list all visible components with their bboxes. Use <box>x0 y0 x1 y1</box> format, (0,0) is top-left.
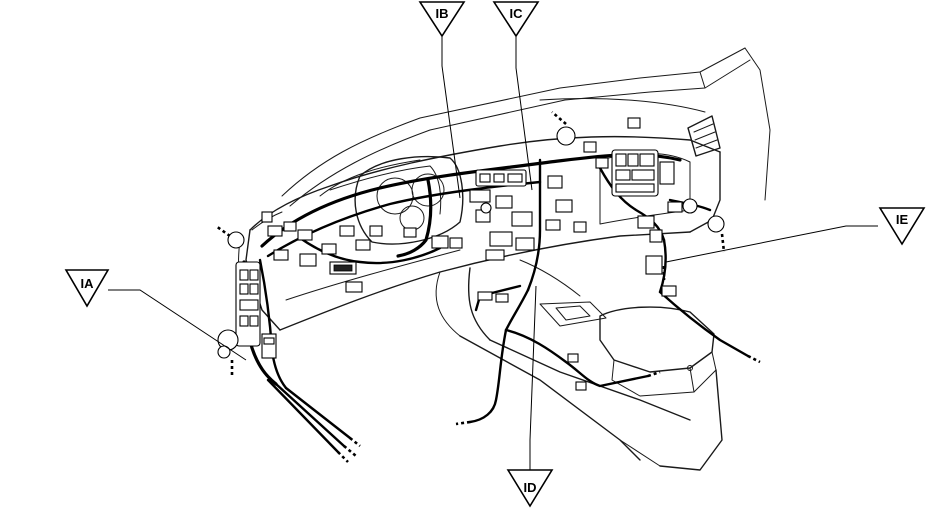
callout-label-ia: IA <box>81 276 95 291</box>
callout-label-id: ID <box>524 480 537 495</box>
harness-continuation-dashes <box>215 111 761 463</box>
windshield-cowl-outline <box>281 47 771 207</box>
callout-label-ib: IB <box>436 6 449 21</box>
callout-triangle <box>878 207 926 246</box>
callout-label-ie: IE <box>896 212 909 227</box>
callout-triangle <box>492 1 540 38</box>
callout-triangle <box>506 469 554 508</box>
callout-leader-lines <box>108 36 878 470</box>
callout-label-ic: IC <box>510 6 524 21</box>
callout-triangle <box>64 269 110 308</box>
connectors <box>217 117 725 391</box>
callout-ID: ID <box>506 469 554 508</box>
callout-triangle <box>418 1 466 38</box>
callout-IB: IB <box>418 1 466 38</box>
callout-IA: IA <box>64 269 110 308</box>
callout-IC: IC <box>492 1 540 38</box>
callout-IE: IE <box>878 207 926 246</box>
